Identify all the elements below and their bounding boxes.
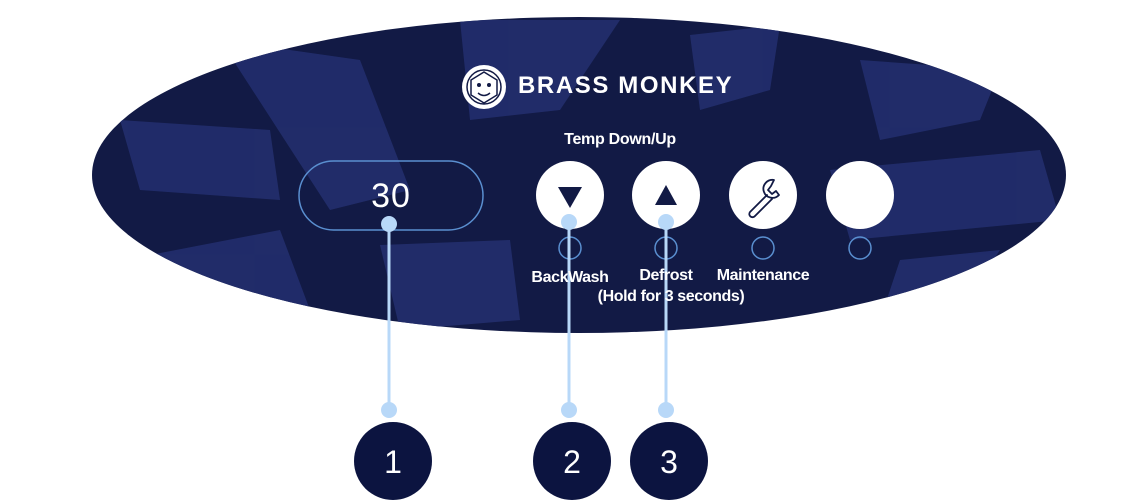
callout-dot [381,216,397,232]
wrench-icon [748,179,780,219]
maintenance-button[interactable] [729,161,797,229]
defrost-label: Defrost [639,267,693,284]
backwash-label: BackWash [531,269,609,286]
temp-down-button[interactable] [536,161,604,229]
indicator-ring-maintenance [751,236,775,260]
brand-name: BRASS MONKEY [518,72,734,99]
defrost-hold-note: (Hold for 3 seconds) [597,288,745,305]
triangle-up-icon [655,185,677,205]
temp-up-button[interactable] [632,161,700,229]
callout-dots [381,214,674,418]
monkey-head-logo-icon [462,65,506,109]
indicator-ring-blank [848,236,872,260]
callout-circle-2 [533,422,611,500]
temperature-value: 30 [371,177,411,215]
triangle-down-icon [558,187,582,208]
blank-button[interactable] [826,161,894,229]
temp-down-up-label: Temp Down/Up [564,131,676,148]
callout-number-3: 3 [660,444,678,480]
callout-dot [658,402,674,418]
maintenance-label: Maintenance [716,267,810,284]
callout-circle-3 [630,422,708,500]
callout-dot [561,214,577,230]
callout-lines [387,222,668,410]
callout-dot [561,402,577,418]
callout-dot [658,214,674,230]
callout-number-2: 2 [563,444,581,480]
callout-dot [381,402,397,418]
callout-number-1: 1 [384,444,402,480]
callout-circle-1 [354,422,432,500]
